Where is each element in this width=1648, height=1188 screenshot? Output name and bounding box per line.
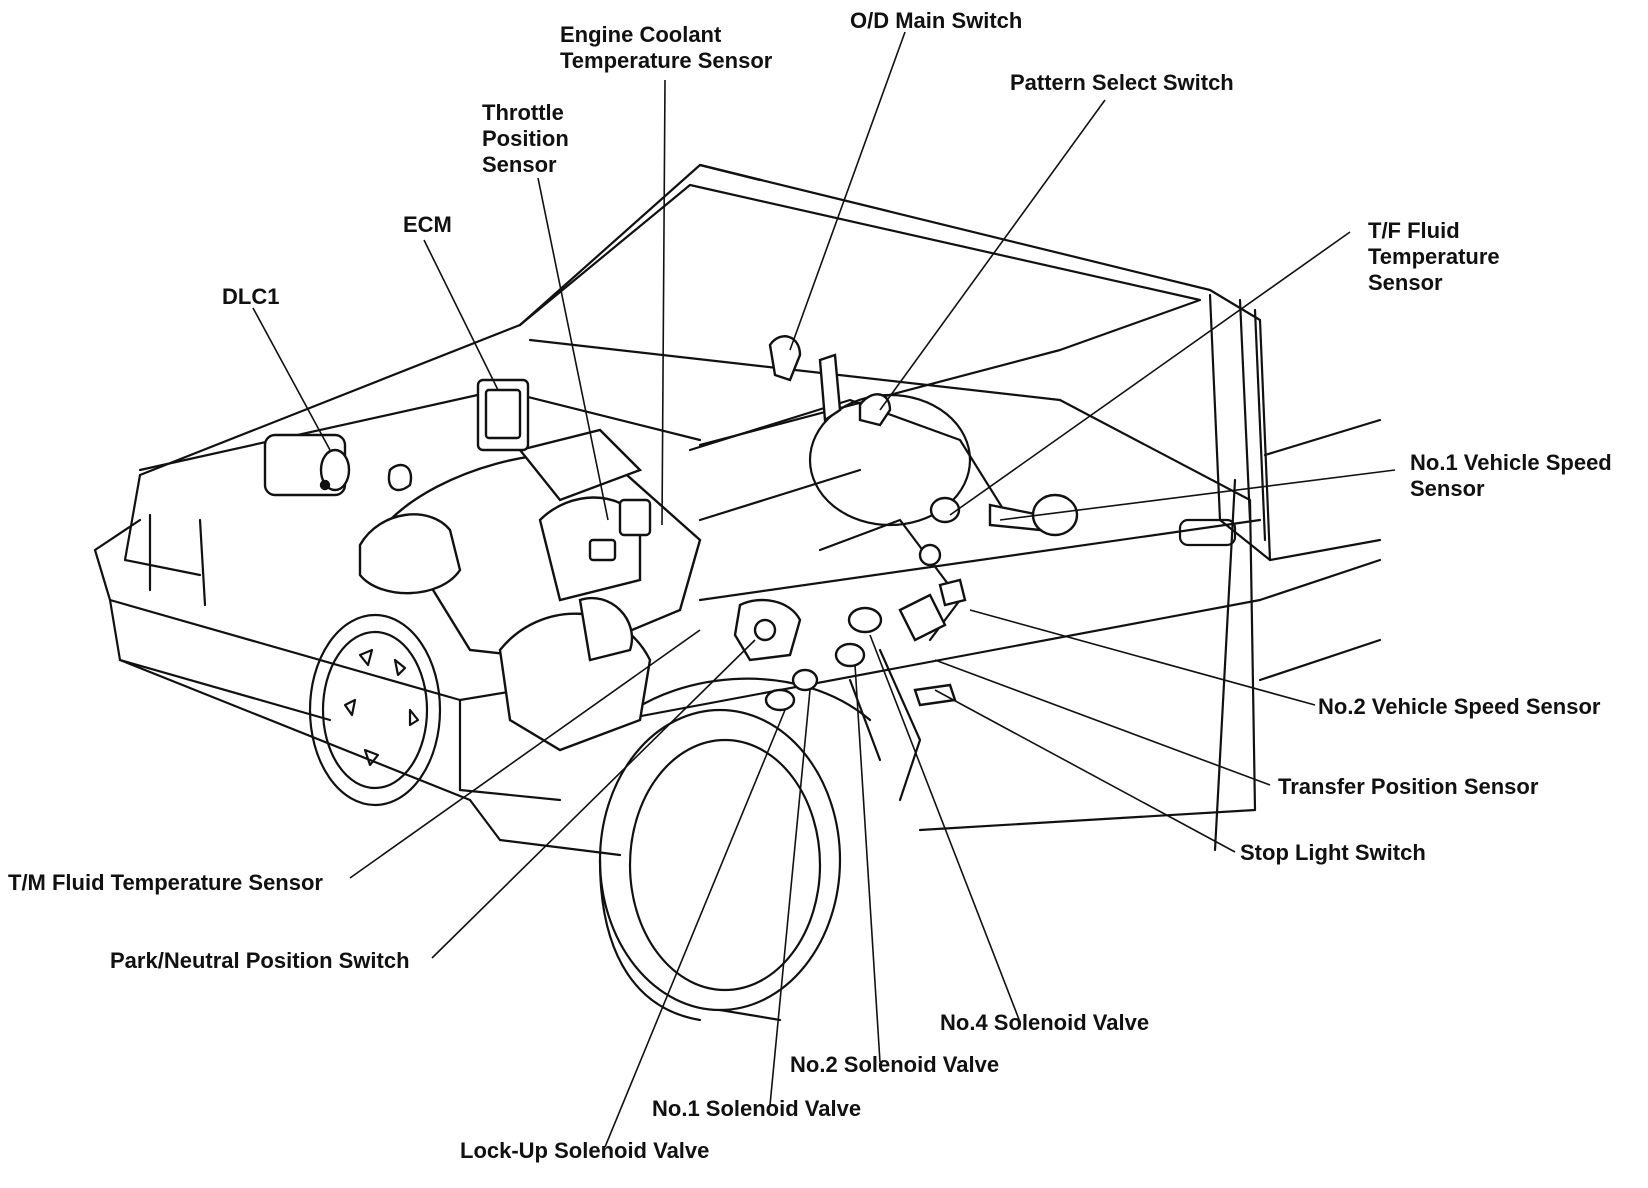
label-line: No.4 Solenoid Valve <box>940 1010 1150 1035</box>
label-line: T/M Fluid Temperature Sensor <box>8 870 323 895</box>
label-engine-coolant-temperature-sensor: Engine Coolant Temperature Sensor <box>560 22 772 74</box>
label-line: No.2 Solenoid Valve <box>790 1052 1000 1077</box>
label-transfer-position-sensor: Transfer Position Sensor <box>1278 774 1538 800</box>
engine-components <box>263 335 1079 752</box>
label-line: ECM <box>403 212 452 237</box>
label-line: Lock-Up Solenoid Valve <box>460 1138 710 1163</box>
label-pattern-select-switch: Pattern Select Switch <box>1010 70 1234 96</box>
label-line: DLC1 <box>222 284 280 309</box>
label-line: T/F Fluid <box>1368 218 1460 243</box>
label-line: Sensor <box>1410 476 1485 501</box>
label-stop-light-switch: Stop Light Switch <box>1240 840 1426 866</box>
label-no2-solenoid-valve: No.2 Solenoid Valve <box>790 1052 999 1078</box>
label-od-main-switch: O/D Main Switch <box>850 8 1022 34</box>
label-line: No.1 Solenoid Valve <box>652 1096 862 1121</box>
label-line: Temperature Sensor <box>560 48 773 73</box>
label-no1-vehicle-speed-sensor: No.1 Vehicle Speed Sensor <box>1410 450 1612 502</box>
label-line: No.1 Vehicle Speed <box>1410 450 1612 475</box>
label-line: Sensor <box>1368 270 1443 295</box>
label-tm-fluid-temperature-sensor: T/M Fluid Temperature Sensor <box>8 870 323 896</box>
label-line: O/D Main Switch <box>850 8 1023 33</box>
label-line: No.2 Vehicle Speed Sensor <box>1318 694 1601 719</box>
truck-outline <box>93 163 1382 1022</box>
label-line: Throttle <box>482 100 564 125</box>
label-line: Pattern Select Switch <box>1010 70 1234 95</box>
label-lock-up-solenoid-valve: Lock-Up Solenoid Valve <box>460 1138 709 1164</box>
label-line: Temperature <box>1368 244 1500 269</box>
label-line: Park/Neutral Position Switch <box>110 948 410 973</box>
label-line: Stop Light Switch <box>1240 840 1426 865</box>
label-line: Sensor <box>482 152 557 177</box>
label-park-neutral-position-switch: Park/Neutral Position Switch <box>110 948 410 974</box>
label-ecm: ECM <box>403 212 452 238</box>
label-line: Transfer Position Sensor <box>1278 774 1539 799</box>
label-no4-solenoid-valve: No.4 Solenoid Valve <box>940 1010 1149 1036</box>
label-no2-vehicle-speed-sensor: No.2 Vehicle Speed Sensor <box>1318 694 1600 720</box>
label-no1-solenoid-valve: No.1 Solenoid Valve <box>652 1096 861 1122</box>
label-throttle-position-sensor: Throttle Position Sensor <box>482 100 569 178</box>
label-dlc1: DLC1 <box>222 284 279 310</box>
label-line: Position <box>482 126 569 151</box>
leader-lines <box>252 31 1396 1148</box>
label-tf-fluid-temperature-sensor: T/F Fluid Temperature Sensor <box>1368 218 1500 296</box>
label-line: Engine Coolant <box>560 22 722 47</box>
